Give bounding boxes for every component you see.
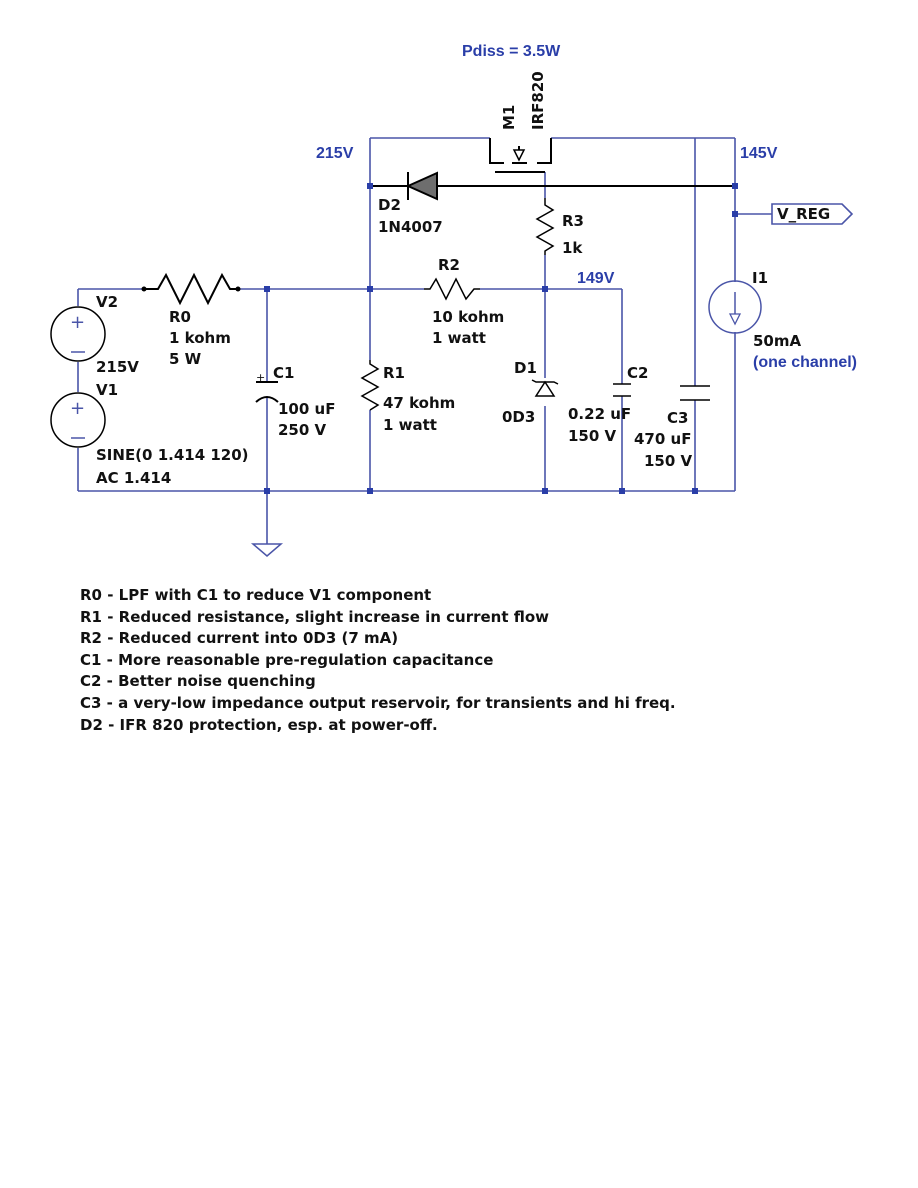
v2-source: + xyxy=(50,306,106,362)
r1-ref: R1 xyxy=(383,364,405,382)
r0-rating: 5 W xyxy=(169,350,202,368)
i1-current-source xyxy=(708,280,762,334)
r2-value: 10 kohm xyxy=(432,308,504,326)
r1-resistor xyxy=(360,360,380,411)
net-label-215v: 215V xyxy=(316,145,354,162)
i1-value: 50mA xyxy=(753,332,802,350)
r1-rating: 1 watt xyxy=(383,416,437,434)
v1-source: + xyxy=(50,392,106,448)
i1-ref: I1 xyxy=(752,269,768,287)
c1-rating: 250 V xyxy=(278,421,327,439)
c2-ref: C2 xyxy=(627,364,648,382)
v-reg-label: V_REG xyxy=(777,205,830,223)
note-line: C2 - Better noise quenching xyxy=(80,672,316,691)
d1-part: 0D3 xyxy=(502,408,535,426)
i1-note: (one channel) xyxy=(753,354,857,371)
v2-ref: V2 xyxy=(96,293,118,311)
r2-rating: 1 watt xyxy=(432,329,486,347)
c1-ref: C1 xyxy=(273,364,294,382)
r3-resistor xyxy=(535,198,555,255)
r0-resistor xyxy=(141,272,241,306)
v1-ac: AC 1.414 xyxy=(96,469,171,487)
c1-value: 100 uF xyxy=(278,400,335,418)
note-line: R1 - Reduced resistance, slight increase… xyxy=(80,607,550,626)
m1-part: IRF820 xyxy=(529,71,547,130)
net-label-145v: 145V xyxy=(740,145,778,162)
note-line: R0 - LPF with C1 to reduce V1 component xyxy=(80,586,432,604)
note-line: C1 - More reasonable pre-regulation capa… xyxy=(80,650,494,669)
v-reg-flag xyxy=(771,203,854,225)
c2-value: 0.22 uF xyxy=(568,405,631,423)
note-line: C3 - a very-low impedance output reservo… xyxy=(80,693,676,712)
note-line: D2 - IFR 820 protection, esp. at power-o… xyxy=(80,715,438,734)
wires xyxy=(77,137,772,544)
r3-ref: R3 xyxy=(562,212,584,230)
c3-value: 470 uF xyxy=(634,430,691,448)
v1-ref: V1 xyxy=(96,381,118,399)
design-notes: R0 - LPF with C1 to reduce V1 component … xyxy=(80,585,676,736)
v1-spec: SINE(0 1.414 120) xyxy=(96,446,249,464)
c1-capacitor: + xyxy=(255,371,279,403)
m1-ref: M1 xyxy=(500,105,518,130)
svg-text:+: + xyxy=(70,398,85,419)
ground-icon xyxy=(250,543,284,557)
net-label-149v: 149V xyxy=(577,270,615,287)
r3-value: 1k xyxy=(562,239,583,257)
r2-resistor xyxy=(424,277,480,301)
d1-zener xyxy=(531,379,559,397)
r0-value: 1 kohm xyxy=(169,329,231,347)
junctions xyxy=(264,183,738,494)
schematic-diagram: + + + xyxy=(50,43,857,557)
c2-capacitor xyxy=(613,383,631,397)
v2-value: 215V xyxy=(96,358,139,376)
m1-mosfet xyxy=(489,138,552,173)
d2-diode xyxy=(370,171,735,201)
c3-capacitor xyxy=(680,385,710,401)
note-line: R2 - Reduced current into 0D3 (7 mA) xyxy=(80,629,399,648)
c3-ref: C3 xyxy=(667,409,688,427)
r0-ref: R0 xyxy=(169,308,191,326)
d2-ref: D2 xyxy=(378,196,401,214)
pdiss-label: Pdiss = 3.5W xyxy=(462,43,561,60)
c3-rating: 150 V xyxy=(644,452,693,470)
svg-text:+: + xyxy=(256,371,265,384)
r1-value: 47 kohm xyxy=(383,394,455,412)
svg-text:+: + xyxy=(70,312,85,333)
r2-ref: R2 xyxy=(438,256,460,274)
d1-ref: D1 xyxy=(514,359,537,377)
d2-part: 1N4007 xyxy=(378,218,443,236)
c2-rating: 150 V xyxy=(568,427,617,445)
